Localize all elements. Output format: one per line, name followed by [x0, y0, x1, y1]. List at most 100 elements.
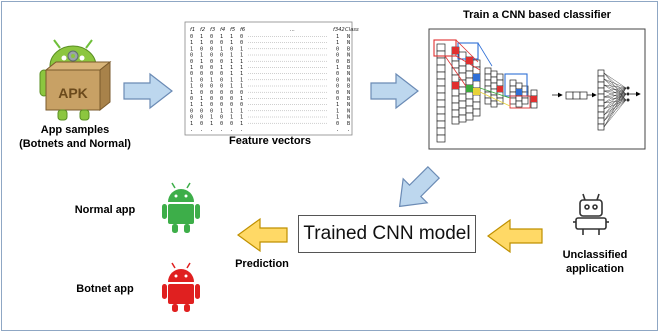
feature-cell: 1 [230, 77, 233, 83]
feature-cell: 1 [200, 34, 203, 40]
feature-cell: 1 [240, 84, 243, 90]
feature-cell: 0 [336, 71, 339, 77]
feature-cell: 0 [200, 90, 203, 96]
feature-cell: 0 [220, 115, 223, 121]
feature-cell: 1 [210, 115, 213, 121]
unclassified-line1: Unclassified [562, 249, 628, 261]
apk-badge-text: APK [58, 85, 88, 101]
class-cell: N [347, 40, 350, 46]
feature-header: Class [345, 27, 359, 33]
feature-cell: 0 [190, 96, 193, 102]
feature-cell: 0 [220, 102, 223, 108]
class-cell: N [347, 53, 350, 59]
feature-cell: 0 [200, 71, 203, 77]
cnn-conv-layer-3a [509, 79, 517, 105]
feature-cell: 1 [190, 77, 193, 83]
feature-cell: 0 [210, 65, 213, 71]
feature-cell: 0 [210, 46, 213, 52]
feature-cell: 0 [200, 84, 203, 90]
ellipsis-cell: . [190, 127, 193, 133]
feature-cell: 0 [220, 96, 223, 102]
feature-cell: 1 [220, 34, 223, 40]
ellipsis-cell: . [230, 127, 233, 133]
feature-cell: 1 [336, 34, 339, 40]
feature-vectors-label: Feature vectors [229, 135, 311, 147]
feature-header: f2 [200, 27, 205, 33]
feature-cell: 1 [240, 53, 243, 59]
class-cell: B [347, 121, 350, 127]
flow-arrow-to-trained-model [398, 165, 441, 208]
feature-cell: 1 [210, 77, 213, 83]
feature-cell: 0 [210, 34, 213, 40]
feature-cell: 1 [220, 46, 223, 52]
cnn-kernel-highlights [433, 39, 537, 109]
yellow-arrow-to-model [486, 218, 543, 254]
feature-cell: 0 [220, 77, 223, 83]
feature-cell: 1 [230, 71, 233, 77]
cnn-dense-layer [597, 69, 605, 131]
feature-cell: 1 [240, 77, 243, 83]
yellow-arrow-to-prediction [236, 217, 288, 253]
class-cell: N [347, 34, 350, 40]
app-samples-label: App samples (Botnets and Normal) [10, 123, 140, 151]
feature-cell: 1 [230, 34, 233, 40]
feature-header: f3 [210, 27, 215, 33]
train-cnn-label: Train a CNN based classifier [463, 9, 611, 21]
feature-cell: 1 [240, 71, 243, 77]
feature-cell: 0 [200, 115, 203, 121]
feature-cell: 1 [336, 102, 339, 108]
feature-cell: 0 [210, 59, 213, 65]
class-cell: N [347, 102, 350, 108]
ellipsis-cell: . [240, 127, 243, 133]
feature-cell: 1 [336, 115, 339, 121]
feature-cell: 0 [220, 121, 223, 127]
feature-cell: 0 [200, 46, 203, 52]
apk-android-icon: APK [39, 39, 112, 121]
feature-cell: 0 [190, 34, 193, 40]
feature-cell: 1 [230, 40, 233, 46]
feature-cell: 1 [336, 65, 339, 71]
feature-cell: 1 [200, 59, 203, 65]
feature-cell: 1 [240, 96, 243, 102]
class-cell: N [347, 71, 350, 77]
class-cell: N [347, 90, 350, 96]
feature-cell: 0 [210, 71, 213, 77]
feature-cell: 0 [230, 90, 233, 96]
feature-cell: 1 [230, 84, 233, 90]
feature-cell: 1 [190, 40, 193, 46]
app-samples-line2: (Botnets and Normal) [19, 138, 131, 150]
feature-cell: 1 [190, 46, 193, 52]
feature-header: f1 [190, 27, 195, 33]
feature-cell: 0 [230, 102, 233, 108]
feature-cell: 0 [200, 108, 203, 114]
class-cell: B [347, 59, 350, 65]
class-cell: N [347, 115, 350, 121]
feature-header: ... [290, 27, 295, 33]
feature-cell: 0 [240, 90, 243, 96]
feature-cell: 0 [210, 90, 213, 96]
cnn-conv-layer-2b [490, 70, 498, 108]
feature-cell: 0 [190, 115, 193, 121]
feature-cell: 1 [336, 40, 339, 46]
feature-cell: 1 [230, 53, 233, 59]
feature-cell: 0 [336, 77, 339, 83]
feature-cell: 1 [190, 102, 193, 108]
feature-cell: 1 [230, 59, 233, 65]
feature-cell: 0 [336, 84, 339, 90]
feature-cell: 0 [200, 77, 203, 83]
flow-arrow-to-features [123, 72, 173, 110]
feature-cell: 0 [220, 40, 223, 46]
class-cell: N [347, 77, 350, 83]
app-samples-line1: App samples [40, 124, 110, 136]
feature-header: f5 [230, 27, 236, 33]
feature-cell: 1 [220, 108, 223, 114]
feature-cell: 0 [336, 46, 339, 52]
feature-cell: 1 [190, 90, 193, 96]
